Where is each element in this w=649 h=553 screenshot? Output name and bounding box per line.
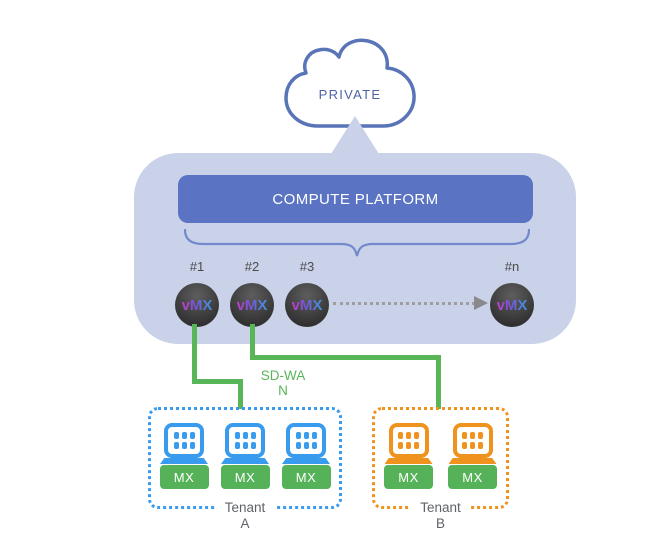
sdwan-label-line1: SD-WA <box>260 368 306 383</box>
arrowhead-icon <box>474 296 488 310</box>
tenant-b-device-2: MX <box>448 423 498 489</box>
vmx-node-3: vMX <box>285 283 329 327</box>
vmx-node-1: vMX <box>175 283 219 327</box>
building-base <box>448 458 497 464</box>
private-cloud-label: PRIVATE <box>318 87 382 102</box>
tenant-a-device-1: MX <box>159 423 209 489</box>
tenant-a-name: Tenant <box>214 500 276 516</box>
node-ellipsis-dotted-line <box>333 302 475 305</box>
mx-badge: MX <box>281 465 331 489</box>
building-icon <box>388 423 429 458</box>
building-windows <box>173 432 195 449</box>
tenant-b-box: MX MX Tenant B <box>372 407 509 531</box>
building-base <box>282 458 330 464</box>
tenant-b-device-1: MX <box>384 423 434 489</box>
building-icon <box>286 423 326 458</box>
sdwan-link-a-segment <box>192 324 197 384</box>
building-windows <box>234 432 256 449</box>
sdwan-link-a-segment <box>238 379 243 409</box>
vmx-label: vMX <box>291 296 323 314</box>
mx-badge: MX <box>384 465 433 489</box>
node-id-2: #2 <box>244 259 260 274</box>
building-windows <box>295 432 317 449</box>
vmx-node-n: vMX <box>490 283 534 327</box>
tenant-a-device-3: MX <box>281 423 331 489</box>
building-base <box>384 458 433 464</box>
node-id-n: #n <box>504 259 520 274</box>
sdwan-link-b-segment <box>436 355 441 409</box>
vmx-node-2: vMX <box>230 283 274 327</box>
sdwan-label-line2: N <box>278 383 288 398</box>
building-icon <box>452 423 493 458</box>
tenant-b-suffix: B <box>435 516 446 531</box>
tenant-b-label: Tenant B <box>410 500 471 532</box>
tenant-a-suffix: A <box>240 516 250 531</box>
tenant-b-name: Tenant <box>410 500 471 516</box>
sdwan-link-a-segment <box>192 379 243 384</box>
private-cloud-icon <box>284 38 416 128</box>
mx-badge: MX <box>448 465 497 489</box>
compute-platform-box: COMPUTE PLATFORM <box>178 175 533 223</box>
node-id-3: #3 <box>299 259 315 274</box>
mx-badge: MX <box>220 465 270 489</box>
node-id-1: #1 <box>189 259 205 274</box>
building-windows <box>398 432 419 449</box>
vmx-label: vMX <box>181 296 213 314</box>
building-base <box>221 458 269 464</box>
sdwan-link-b-segment <box>250 355 441 360</box>
vmx-label: vMX <box>236 296 268 314</box>
tenant-a-device-2: MX <box>220 423 270 489</box>
vmx-label: vMX <box>496 296 528 314</box>
building-icon <box>225 423 265 458</box>
sdwan-link-b-segment <box>250 324 255 360</box>
tenant-a-box: MX MX MX Tenant A <box>148 407 342 531</box>
mx-badge: MX <box>159 465 209 489</box>
building-base <box>160 458 208 464</box>
tenant-a-label: Tenant A <box>214 500 276 532</box>
sdwan-label: SD-WA N <box>252 368 314 398</box>
building-icon <box>164 423 204 458</box>
building-windows <box>462 432 483 449</box>
brace-icon <box>183 228 531 257</box>
